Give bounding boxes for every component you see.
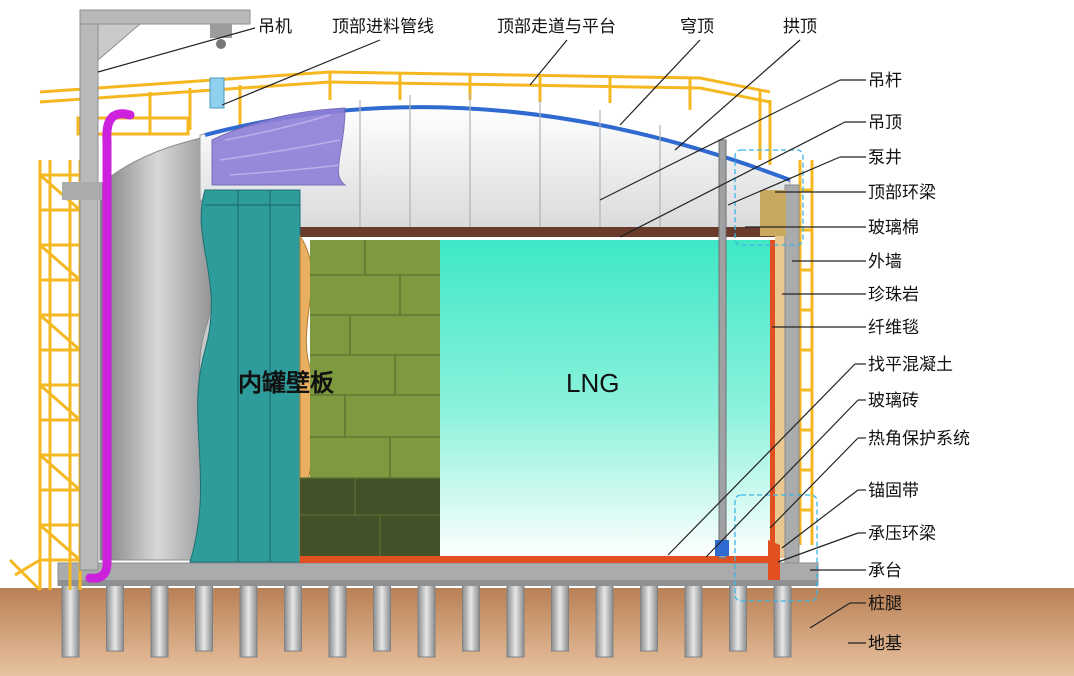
pile xyxy=(595,584,614,658)
lng-liquid xyxy=(440,240,770,558)
inner-tank-wall xyxy=(189,189,301,563)
label-piles: 桩腿 xyxy=(868,594,902,614)
label-anchor-strap: 锚固带 xyxy=(868,481,919,501)
pile xyxy=(328,584,347,658)
pile xyxy=(462,584,480,652)
pile xyxy=(195,584,213,652)
outer-wall-right xyxy=(784,184,800,564)
pile xyxy=(506,584,525,658)
label-top-ring-beam: 顶部环梁 xyxy=(868,183,936,203)
label-lng: LNG xyxy=(566,368,619,398)
pile xyxy=(640,584,658,652)
label-corner-protection: 热角保护系统 xyxy=(868,429,970,449)
label-glass-wool: 玻璃棉 xyxy=(868,218,919,238)
pile xyxy=(284,584,302,652)
detail-box-bottom xyxy=(734,494,818,602)
pile xyxy=(373,584,391,652)
top-ring-beam xyxy=(760,190,786,236)
crane xyxy=(79,9,251,571)
label-top-walkway: 顶部走道与平台 xyxy=(497,17,616,37)
pile xyxy=(729,584,747,652)
leader-lines xyxy=(97,27,866,644)
label-bearing-ring-beam: 承压环梁 xyxy=(868,524,936,544)
pile xyxy=(417,584,436,658)
label-suspended-deck: 吊顶 xyxy=(868,113,902,133)
bottom-insulation xyxy=(300,556,778,563)
pile xyxy=(684,584,703,658)
piles-group xyxy=(61,584,792,658)
label-foam-glass: 玻璃砖 xyxy=(868,391,919,411)
pump-well xyxy=(718,139,727,559)
label-perlite: 珍珠岩 xyxy=(868,285,919,305)
pile xyxy=(551,584,569,652)
pile xyxy=(106,584,124,652)
label-hanger-rod: 吊杆 xyxy=(868,71,902,91)
label-top-piping: 顶部进料管线 xyxy=(332,17,434,37)
pile xyxy=(239,584,258,658)
label-dome-roof: 穹顶 xyxy=(680,17,714,37)
top-piping xyxy=(209,77,225,109)
label-leveling-concrete: 找平混凝土 xyxy=(868,355,953,375)
label-pump-well: 泵井 xyxy=(868,148,902,168)
label-fiber-blanket: 纤维毯 xyxy=(868,318,919,338)
label-crane: 吊机 xyxy=(258,17,292,37)
pile xyxy=(773,584,792,658)
label-pile-cap: 承台 xyxy=(868,561,902,581)
feed-pipe xyxy=(85,109,135,583)
outer-wall-left xyxy=(99,134,216,561)
detail-box-top xyxy=(734,149,804,246)
pile xyxy=(61,584,80,658)
pile xyxy=(150,584,169,658)
label-inner-tank-wall: 内罐壁板 xyxy=(238,369,335,397)
inner-wall-right xyxy=(770,240,775,558)
suspended-deck xyxy=(300,227,780,237)
perlite-right xyxy=(775,236,785,558)
label-foundation: 地基 xyxy=(868,634,902,654)
label-outer-wall: 外墙 xyxy=(868,252,902,272)
label-arch-roof: 拱顶 xyxy=(783,17,817,37)
soil-foundation xyxy=(0,588,1074,676)
